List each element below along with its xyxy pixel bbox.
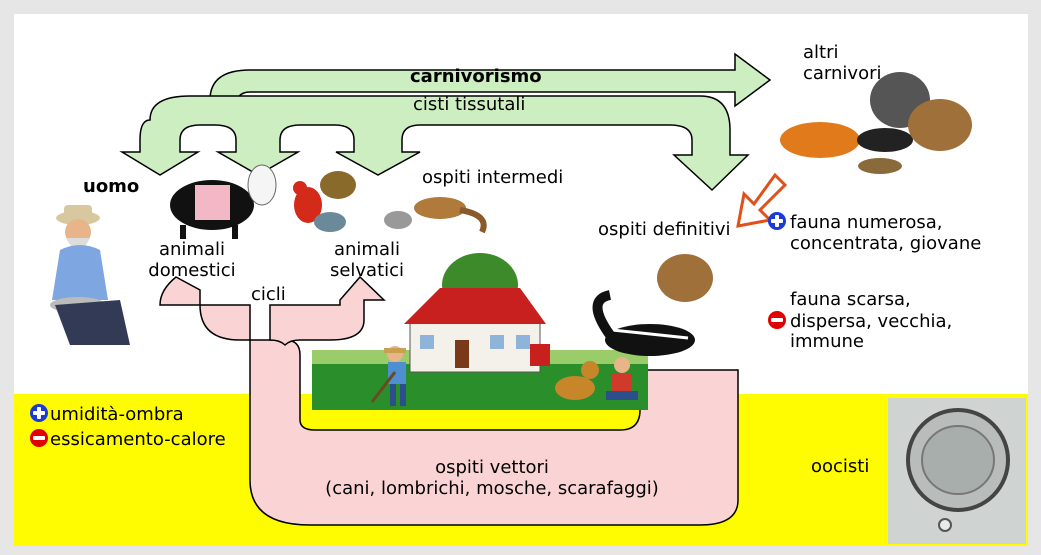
oocysts-label: oocisti [811,456,870,477]
sheep-icon [247,164,277,206]
farmer-icon [50,205,130,345]
cycles-label: cicli [251,284,286,305]
environment-negative: essicamento-calore [30,429,226,451]
domestic-animals-label: animali domestici [148,239,236,281]
rooster-icon [293,181,322,223]
cycles-right-arrow [269,275,386,347]
definitive-hosts-label: ospiti definitivi [598,219,731,240]
vector-hosts-label: ospiti vettori (cani, lombrichi, mosche,… [325,457,659,499]
carnivory-subtitle: cisti tissutali [413,94,526,115]
fox-icon [780,122,860,158]
fauna-negative: fauna scarsa, dispersa, vecchia, immune [768,289,952,353]
gardener-icon [370,346,406,406]
minus-icon [768,310,786,329]
man-label: uomo [83,176,140,197]
farm-scene [312,253,648,410]
duck-icon [314,171,356,232]
minus-icon [30,429,48,447]
chipmunk-icon [414,197,487,234]
dog-icon [555,361,599,400]
fauna-positive: fauna numerosa, concentrata, giovane [768,212,981,254]
other-carnivores-label: altri carnivori [803,42,882,84]
environment-positive: umidità-ombra [30,404,184,426]
pig-icon [170,180,254,239]
oocyst-micrograph [888,398,1026,544]
definitive-raccoon-icon [657,254,713,302]
carnivory-title: carnivorismo [410,66,542,87]
skunk-icon [592,290,695,356]
house-icon [404,288,550,373]
badger-icon [857,128,913,152]
mouse-icon [384,211,412,229]
wild-animals-label: animali selvatici [329,239,405,281]
plus-icon [30,404,48,422]
carnivory-band [119,95,750,192]
definitive-host-pointer [736,172,788,228]
intermediate-hosts-label: ospiti intermedi [422,167,564,188]
weasel-icon [858,99,972,174]
plus-icon [768,212,786,230]
child-icon [606,357,638,400]
